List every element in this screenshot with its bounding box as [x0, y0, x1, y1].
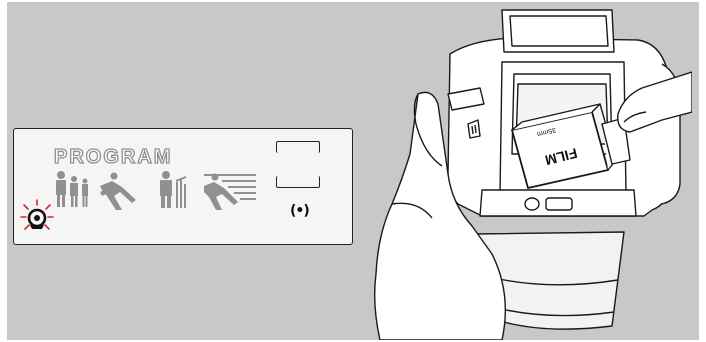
portrait-mode-icon — [56, 171, 88, 207]
lcd-segment-top — [276, 141, 320, 153]
program-label: PROGRAM — [54, 146, 254, 168]
lcd-segment-bottom — [276, 176, 320, 188]
signal-icon: (•) — [290, 203, 309, 219]
sports-mode-icon — [204, 174, 256, 211]
self-timer-warning-icon — [19, 198, 55, 234]
camera-loading-illustration: FILM 35mm — [362, 4, 692, 340]
action-mode-icon — [100, 173, 136, 211]
mode-icons-row — [52, 170, 262, 214]
landscape-mode-icon — [160, 171, 186, 208]
